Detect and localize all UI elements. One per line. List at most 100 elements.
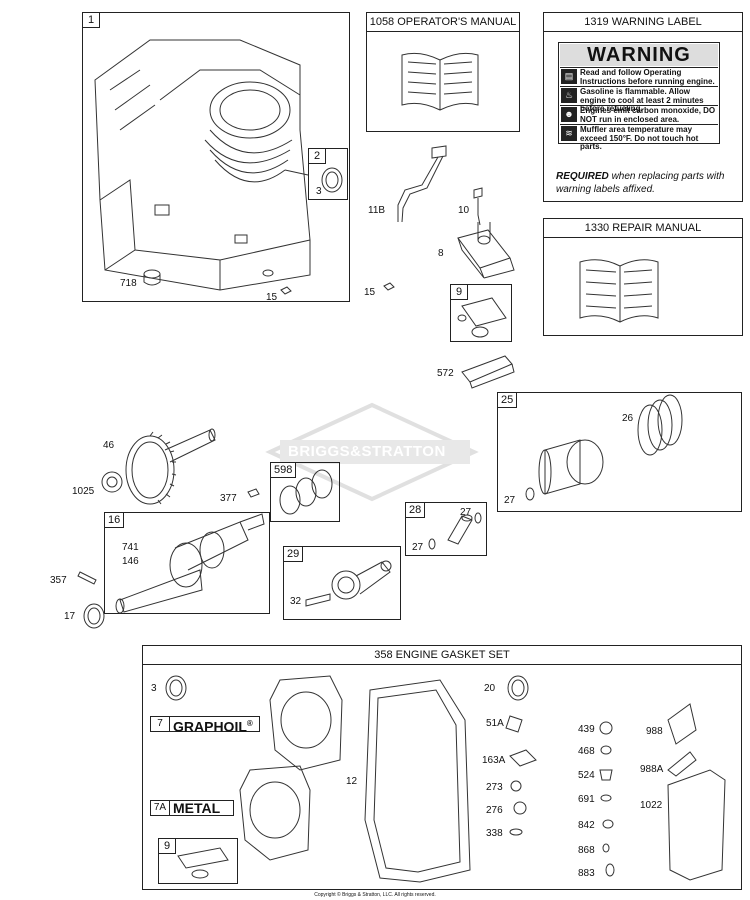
part-box-16-crankshaft: 16 — [104, 512, 270, 614]
part-label: 988A — [640, 764, 664, 775]
repair-manual-title: 1330 REPAIR MANUAL — [544, 219, 742, 238]
warning-row: ☻ Engines emit carbon monoxide, DO NOT r… — [560, 105, 718, 124]
warning-decal: WARNING ▤ Read and follow Operating Inst… — [558, 42, 720, 151]
warning-row-text: Read and follow Operating Instructions b… — [580, 68, 715, 86]
person-gas-icon: ☻ — [561, 107, 577, 122]
badge-word: GRAPHOIL® — [173, 717, 253, 734]
badge-word: METAL — [173, 800, 221, 816]
required-text: when replacing parts with warning labels… — [556, 171, 725, 195]
badge-number: 7 — [151, 717, 170, 731]
part-label: 12 — [346, 776, 358, 787]
required-bold: REQUIRED — [556, 171, 609, 182]
part-box-9-breather-gasket: 9 — [158, 838, 238, 884]
operators-manual-title: 1058 OPERATOR'S MANUAL — [367, 13, 519, 32]
part-box-number: 25 — [497, 392, 518, 408]
part-label: 691 — [578, 794, 595, 805]
warning-label-box: 1319 WARNING LABEL — [543, 12, 743, 202]
part-box-598-ring-set: 598 — [270, 462, 340, 522]
part-label: 15 — [266, 292, 278, 303]
part-label: 27 — [504, 495, 516, 506]
part-label: 3 — [151, 683, 157, 694]
part-label: 273 — [486, 782, 503, 793]
metal-badge: 7A METAL — [150, 800, 234, 816]
registered-mark: ® — [246, 719, 253, 728]
warning-row-text: Muffler area temperature may exceed 150°… — [580, 125, 699, 151]
part-label: 1025 — [72, 486, 95, 497]
part-label: 17 — [64, 611, 76, 622]
graphoil-badge: 7 GRAPHOIL® — [150, 716, 260, 734]
copyright-notice: Copyright © Briggs & Stratton, LLC. All … — [314, 892, 436, 898]
part-box-1-cylinder: 1 — [82, 12, 350, 302]
book-icon: ▤ — [561, 69, 577, 84]
part-label: 718 — [120, 278, 137, 289]
warning-row-text: Engines emit carbon monoxide, DO NOT run… — [580, 106, 716, 124]
part-label: 868 — [578, 845, 595, 856]
part-label: 883 — [578, 868, 595, 879]
part-box-number: 29 — [283, 546, 304, 562]
part-label: 468 — [578, 746, 595, 757]
part-label: 439 — [578, 724, 595, 735]
part-label: 27 — [412, 542, 424, 553]
part-label: 377 — [220, 493, 237, 504]
part-label: 524 — [578, 770, 595, 781]
warning-row: ♨ Gasoline is flammable. Allow engine to… — [560, 86, 718, 113]
badge-number: 7A — [151, 801, 170, 815]
part-label: 11B — [368, 205, 386, 216]
engine-gasket-set-title: 358 ENGINE GASKET SET — [143, 646, 741, 665]
part-label: 146 — [122, 556, 139, 567]
part-box-number: 2 — [308, 148, 326, 164]
part-box-2-oil-seal: 2 — [308, 148, 348, 200]
warning-heading: WARNING — [560, 44, 718, 66]
warning-required-note: REQUIRED when replacing parts with warni… — [556, 170, 736, 196]
part-label: 988 — [646, 726, 663, 737]
repair-manual-box: 1330 REPAIR MANUAL — [543, 218, 743, 336]
part-box-25-piston: 25 — [497, 392, 742, 512]
part-box-number: 9 — [158, 838, 176, 854]
part-label: 163A — [482, 755, 506, 766]
part-label: 51A — [486, 718, 504, 729]
part-label: 1022 — [640, 800, 663, 811]
part-label: 741 — [122, 542, 139, 553]
graphoil-word: GRAPHOIL — [173, 718, 247, 735]
part-label: 27 — [460, 507, 472, 518]
part-label: 8 — [438, 248, 444, 259]
part-box-28-piston-pin: 28 — [405, 502, 487, 556]
part-label: 572 — [437, 368, 454, 379]
operators-manual-box: 1058 OPERATOR'S MANUAL — [366, 12, 520, 132]
part-label: 338 — [486, 828, 503, 839]
part-box-number: 28 — [405, 502, 426, 518]
warning-row: ≋ Muffler area temperature may exceed 15… — [560, 124, 718, 151]
part-box-number: 16 — [104, 512, 125, 528]
hot-surface-icon: ≋ — [561, 126, 577, 141]
part-label: 3 — [316, 186, 322, 197]
part-label: 15 — [364, 287, 376, 298]
part-label: 26 — [622, 413, 634, 424]
part-label: 32 — [290, 596, 302, 607]
flame-icon: ♨ — [561, 88, 577, 103]
part-box-9-breather-gasket: 9 — [450, 284, 512, 342]
engine-gasket-set-box: 358 ENGINE GASKET SET — [142, 645, 742, 890]
warning-label-title: 1319 WARNING LABEL — [544, 13, 742, 32]
warning-row-text: Gasoline is flammable. Allow engine to c… — [580, 87, 704, 113]
part-box-number: 9 — [450, 284, 468, 300]
part-label: 46 — [103, 440, 115, 451]
part-box-29-connecting-rod: 29 — [283, 546, 401, 620]
part-label: 20 — [484, 683, 496, 694]
